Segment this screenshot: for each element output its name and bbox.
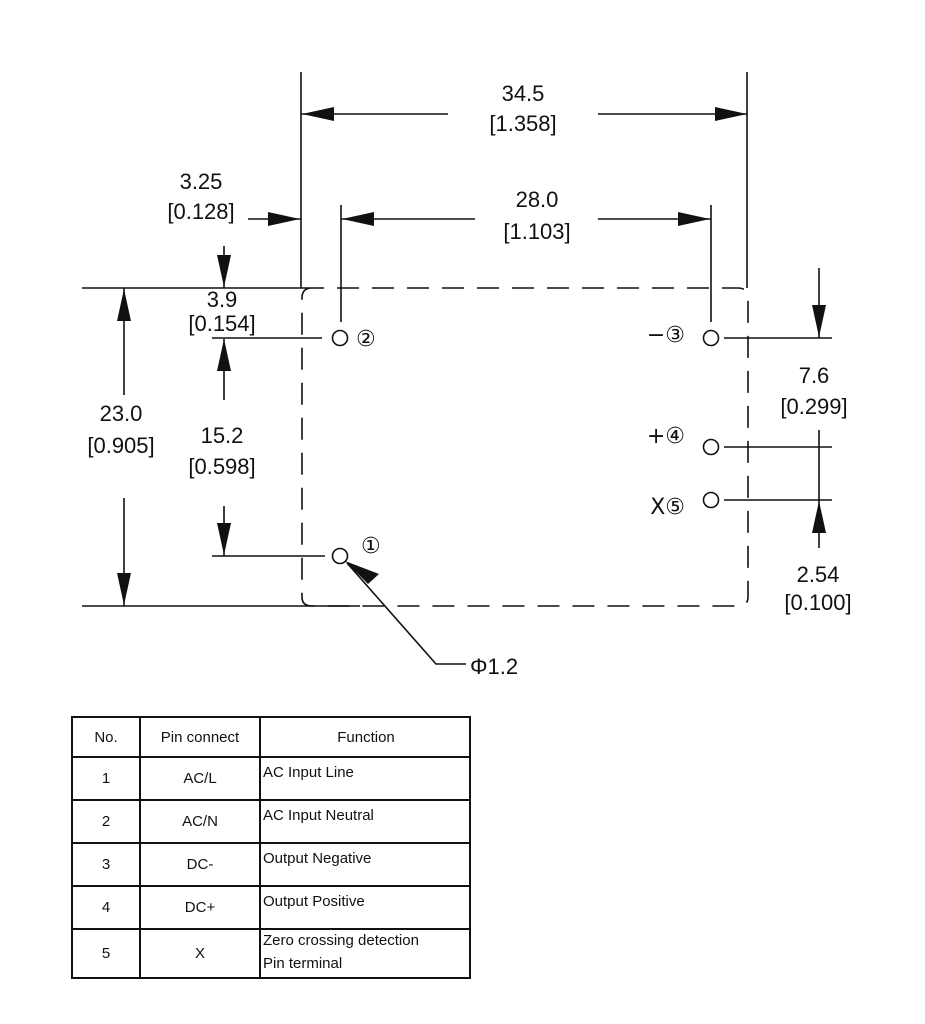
dim-height-mm: 23.0 <box>100 401 143 426</box>
arrow-top-offset-down <box>217 255 231 287</box>
table-row: 4 DC+ Output Positive <box>71 885 471 930</box>
module-outline <box>301 287 749 607</box>
cell-function-line2: Pin terminal <box>263 955 343 972</box>
arrow-right-gap-down <box>812 305 826 337</box>
dimension-drawing: 34.5 [1.358] 28.0 [1.103] 3.25 [0.128] 3… <box>82 72 852 679</box>
arrow-height-up <box>117 289 131 321</box>
dim-pin-vertical-mm: 15.2 <box>201 423 244 448</box>
cell-no: 5 <box>71 928 141 979</box>
cell-function: AC Input Line <box>259 756 471 801</box>
dim-right-gap-mm: 7.6 <box>799 363 830 388</box>
cell-pin: AC/L <box>139 756 261 801</box>
arrow-pin-pitch-up <box>812 501 826 533</box>
dim-pin-pitch-inch: [0.100] <box>784 590 851 615</box>
arrow-pin-vertical-down <box>217 523 231 555</box>
arrow-pin-span-right <box>678 212 710 226</box>
cell-pin: AC/N <box>139 799 261 844</box>
dim-height-inch: [0.905] <box>87 433 154 458</box>
dim-left-offset-mm: 3.25 <box>180 169 223 194</box>
pin-function-table: No. Pin connect Function 1 AC/L AC Input… <box>71 716 471 979</box>
dim-pin-span-inch: [1.103] <box>503 219 570 244</box>
pin-hole-2 <box>331 329 349 347</box>
pin-label-5: X⑤ <box>650 495 685 520</box>
cell-function: Output Negative <box>259 842 471 887</box>
cell-no: 2 <box>71 799 141 844</box>
cell-no: 1 <box>71 756 141 801</box>
pin-label-3: −③ <box>647 323 685 348</box>
table-row: 2 AC/N AC Input Neutral <box>71 799 471 844</box>
pin-hole-5 <box>702 491 720 509</box>
pin-label-1: ① <box>361 534 381 559</box>
pin-hole-3 <box>702 329 720 347</box>
pin-label-2: ② <box>356 327 376 352</box>
cell-pin: X <box>139 928 261 979</box>
dim-top-offset-inch: [0.154] <box>188 311 255 336</box>
cell-no: 3 <box>71 842 141 887</box>
arrow-height-down <box>117 573 131 605</box>
header-pin-connect: Pin connect <box>139 716 261 758</box>
dim-pin-span-mm: 28.0 <box>516 187 559 212</box>
pin-hole-1 <box>331 547 349 565</box>
arrow-overall-width-left <box>302 107 334 121</box>
arrow-left-offset <box>268 212 300 226</box>
dim-hole-diameter: Φ1.2 <box>470 654 518 679</box>
dim-overall-width-inch: [1.358] <box>489 111 556 136</box>
cell-function: Zero crossing detection Pin terminal <box>259 928 471 979</box>
table-header-row: No. Pin connect Function <box>71 716 471 758</box>
table-row: 5 X Zero crossing detection Pin terminal <box>71 928 471 979</box>
header-function: Function <box>259 716 471 758</box>
cell-pin: DC+ <box>139 885 261 930</box>
table-row: 3 DC- Output Negative <box>71 842 471 887</box>
dim-pin-pitch-mm: 2.54 <box>797 562 840 587</box>
dim-pin-vertical-inch: [0.598] <box>188 454 255 479</box>
dim-overall-width-mm: 34.5 <box>502 81 545 106</box>
dim-left-offset-inch: [0.128] <box>167 199 234 224</box>
pin-label-4: +④ <box>647 424 685 449</box>
arrow-pin-span-left <box>342 212 374 226</box>
dim-top-offset-mm: 3.9 <box>207 287 238 312</box>
arrow-hole-diameter <box>345 561 379 584</box>
table-row: 1 AC/L AC Input Line <box>71 756 471 801</box>
leader-hole-diameter <box>346 562 466 665</box>
cell-pin: DC- <box>139 842 261 887</box>
arrow-top-offset-up <box>217 339 231 371</box>
cell-no: 4 <box>71 885 141 930</box>
header-no: No. <box>71 716 141 758</box>
dim-right-gap-inch: [0.299] <box>780 394 847 419</box>
arrow-overall-width-right <box>715 107 747 121</box>
cell-function: Output Positive <box>259 885 471 930</box>
cell-function: AC Input Neutral <box>259 799 471 844</box>
cell-function-line1: Zero crossing detection <box>263 932 419 949</box>
pin-hole-4 <box>702 438 720 456</box>
